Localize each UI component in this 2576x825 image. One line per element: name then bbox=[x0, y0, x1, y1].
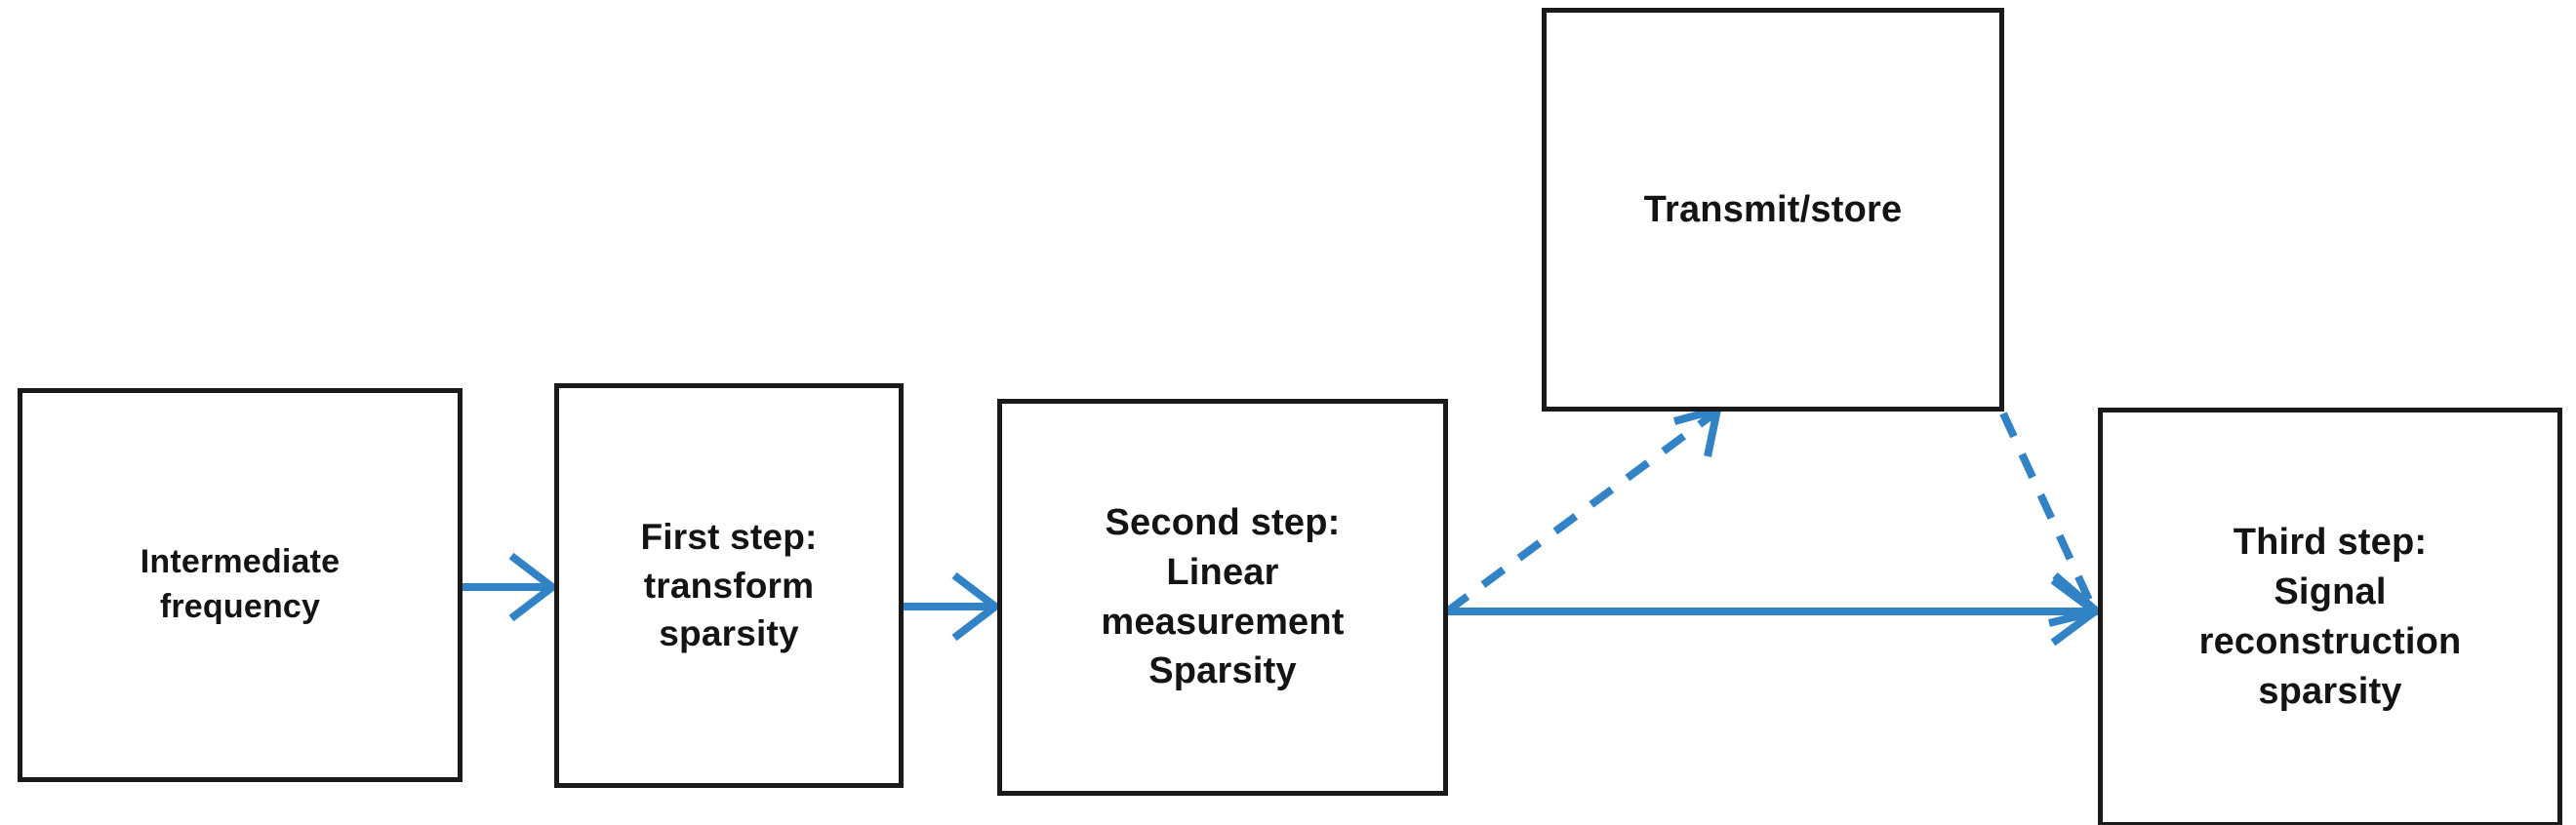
arrow-transmit-store-to-third-step bbox=[1999, 412, 2106, 627]
arrow-second-step-to-transmit-store bbox=[1444, 404, 1723, 615]
node-intermediate-frequency-label: Intermediate frequency bbox=[140, 543, 341, 625]
node-first-step-label: First step: transform sparsity bbox=[640, 517, 818, 654]
node-transmit-store[interactable]: Transmit/store bbox=[1542, 8, 2004, 412]
arrow-first-step-to-second-step bbox=[900, 571, 1002, 642]
arrow-second-step-to-third-step bbox=[1447, 576, 2102, 647]
node-intermediate-frequency[interactable]: Intermediate frequency bbox=[18, 388, 463, 782]
node-second-step-label: Second step: Linear measurement Sparsity bbox=[1101, 501, 1345, 692]
node-transmit-store-label: Transmit/store bbox=[1643, 188, 1903, 230]
node-third-step-label: Third step: Signal reconstruction sparsi… bbox=[2198, 522, 2462, 712]
node-first-step[interactable]: First step: transform sparsity bbox=[554, 383, 904, 788]
node-second-step[interactable]: Second step: Linear measurement Sparsity bbox=[997, 399, 1448, 796]
node-third-step[interactable]: Third step: Signal reconstruction sparsi… bbox=[2098, 408, 2562, 825]
arrow-intermediate-to-first-step bbox=[459, 552, 559, 622]
